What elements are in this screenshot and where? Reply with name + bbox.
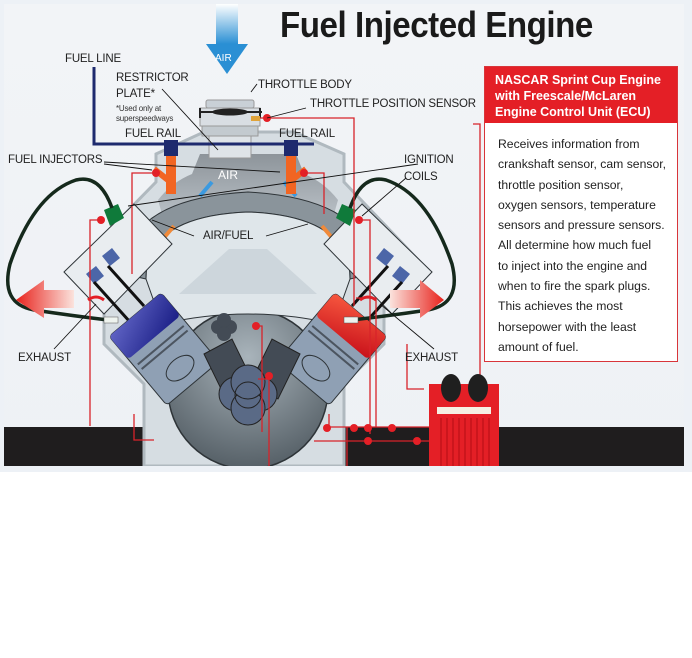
diagram-title: Fuel Injected Engine [280, 4, 593, 45]
leader-lines [53, 83, 435, 350]
right-piston [278, 293, 386, 405]
ecu-body-line: oxygen sensors, temperature [498, 197, 656, 212]
ecu-heading-line: NASCAR Sprint Cup Engine [495, 73, 661, 87]
ecu-body-line: This achieves the most [498, 299, 623, 314]
ecu-body-line: crankshaft sensor, cam sensor, [498, 157, 666, 172]
right-exhaust-arrow-icon [390, 280, 444, 318]
wire-junctions [252, 114, 421, 445]
throttle-body-label: THROTTLE BODY [258, 79, 352, 91]
ecu-body-line: amount of fuel. [498, 339, 579, 354]
ecu-body-line: when to fire the spark plugs. [498, 279, 651, 294]
ecu-body-line: to inject into the engine and [498, 258, 648, 273]
ecu-heading-line: Engine Control Unit (ECU) [495, 105, 651, 119]
restrictor-note-2: superspeedways [116, 114, 174, 123]
ecu-info-heading: NASCAR Sprint Cup Engine with Freescale/… [485, 67, 677, 123]
ecu-module [429, 374, 499, 466]
fuel-rail-left-block [164, 140, 178, 156]
restrictor-plate-label-2: PLATE* [116, 88, 155, 100]
exhaust-left-label: EXHAUST [18, 352, 71, 364]
ecu-body-line: sensors and pressure sensors. [498, 218, 665, 233]
ecu-body-line: All determine how much fuel [498, 238, 652, 253]
air-intake-label: AIR [218, 168, 239, 182]
ecu-body-line: Receives information from [498, 137, 640, 151]
page-background: Fuel Injected Engine AIR FUEL LINE RESTR… [0, 0, 692, 472]
restrictor-note-1: *Used only at [116, 104, 161, 113]
engine-diagram: Fuel Injected Engine AIR FUEL LINE RESTR… [4, 4, 684, 466]
throttle-body [199, 99, 262, 159]
fuel-line [92, 67, 314, 146]
exhaust-right-label: EXHAUST [405, 352, 458, 364]
ignition-coils-label-1: IGNITION [404, 154, 454, 166]
left-spark-wire [5, 177, 114, 322]
ecu-body-line: horsepower with the least [498, 319, 637, 334]
left-exhaust-arrow-icon [16, 280, 74, 318]
ecu-heading-line: with Freescale/McLaren [495, 89, 637, 103]
air-arrow-icon [206, 4, 248, 74]
sensor-wiring [89, 117, 481, 466]
ecu-body-line: throttle position sensor, [498, 177, 624, 192]
left-piston [110, 293, 218, 405]
air-fuel-label: AIR/FUEL [203, 230, 254, 242]
fuel-rail-right-block [284, 140, 298, 156]
ecu-info-body: Receives information from crankshaft sen… [485, 123, 677, 357]
right-spark-wire [348, 177, 457, 322]
fuel-line-label: FUEL LINE [65, 53, 121, 65]
restrictor-plate-label-1: RESTRICTOR [116, 72, 189, 84]
throttle-position-sensor-label: THROTTLE POSITION SENSOR [310, 98, 476, 110]
air-arrow-label: AIR [215, 53, 232, 64]
engine-illustration [4, 4, 684, 466]
fuel-rail-right-label: FUEL RAIL [279, 128, 335, 140]
fuel-rail-left-label: FUEL RAIL [125, 128, 181, 140]
camshaft [211, 313, 237, 341]
fuel-injectors-label: FUEL INJECTORS [8, 154, 103, 166]
ecu-info-box: NASCAR Sprint Cup Engine with Freescale/… [484, 66, 678, 362]
ignition-coils-label-2: COILS [404, 171, 438, 183]
